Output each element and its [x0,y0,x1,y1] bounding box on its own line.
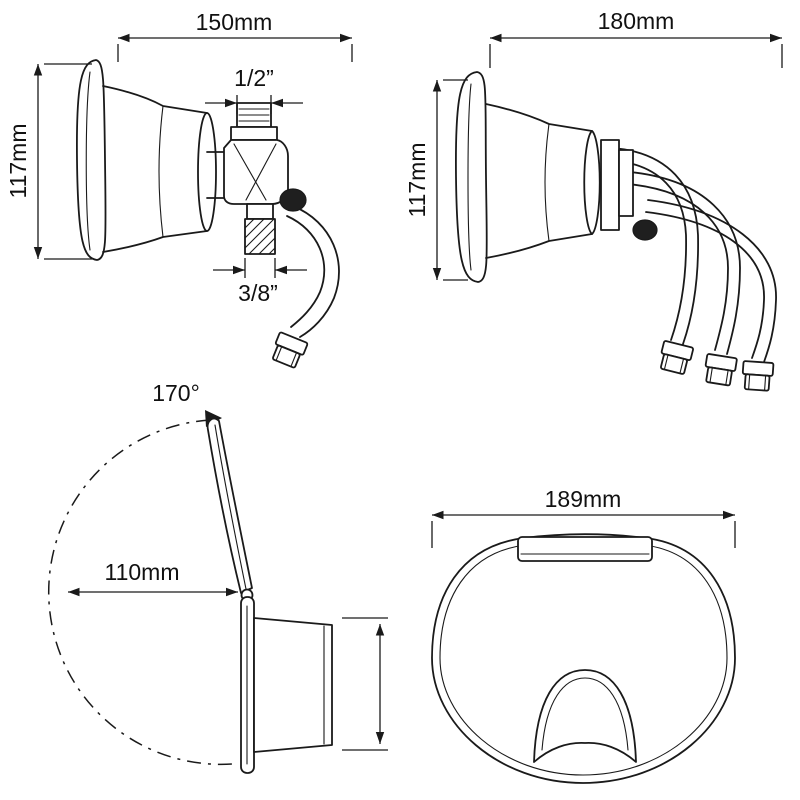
valve-body [223,139,289,205]
fixture-body [455,71,658,283]
lid-swing-arc [47,419,233,766]
mounting-flange [455,71,488,283]
dimension-outlet-thread: 3/8” [213,258,307,306]
dim-117mm-label: 117mm [404,143,430,218]
dimension-width-189: 189mm [431,486,736,548]
dimension-inlet-thread: 1/2” [205,65,303,114]
thread-lines [238,108,270,122]
hose-end-fitting [740,360,775,392]
fixture-body [240,596,333,774]
dim-110mm-label: 110mm [105,559,180,585]
hose-end-fitting [656,339,695,376]
view-side-single-outlet: 150mm 117mm 1/2” 3/8” [5,9,353,371]
valve-knob [279,188,307,212]
view-front-cover: 189mm [431,486,736,784]
dimension-height-117: 117mm [404,79,468,281]
mixer-valve [223,102,307,255]
fixture-body [76,59,225,261]
dim-three-eighths-label: 3/8” [238,280,278,306]
recessed-cup [253,617,333,753]
open-lid [206,417,254,602]
dim-half-inch-label: 1/2” [234,65,274,91]
dim-189mm-label: 189mm [545,486,622,512]
connector-stack [600,139,620,231]
dimension-reach-110: 110mm [68,559,238,597]
mounting-flange [76,59,107,261]
dimension-width-150: 150mm [117,9,353,62]
hose-bundle [609,147,777,392]
cover-latch [517,536,653,562]
dimension-width-180: 180mm [489,8,783,68]
shower-hose [268,205,340,371]
hose-end-fitting [268,331,309,371]
dim-150mm-label: 150mm [196,9,273,35]
outlet-thread-three-eighths [244,218,276,255]
body-end-cap [583,130,601,235]
handle-recess [533,669,637,763]
dimension-height-117: 117mm [5,63,92,260]
dimension-body-height [342,617,388,751]
view-side-triple-hose: 180mm 117mm [404,8,783,392]
valve-knob [632,219,658,241]
dim-180mm-label: 180mm [598,8,675,34]
thread-hatch [244,218,276,255]
cover-outline [431,533,736,784]
valve-collar [230,126,278,141]
body-end-cap [197,112,217,232]
dim-170deg-label: 170° [152,380,200,406]
view-side-lid-open: 110mm 170° [47,380,388,774]
hose-end-fitting [702,352,738,388]
dim-117mm-label: 117mm [5,124,31,199]
